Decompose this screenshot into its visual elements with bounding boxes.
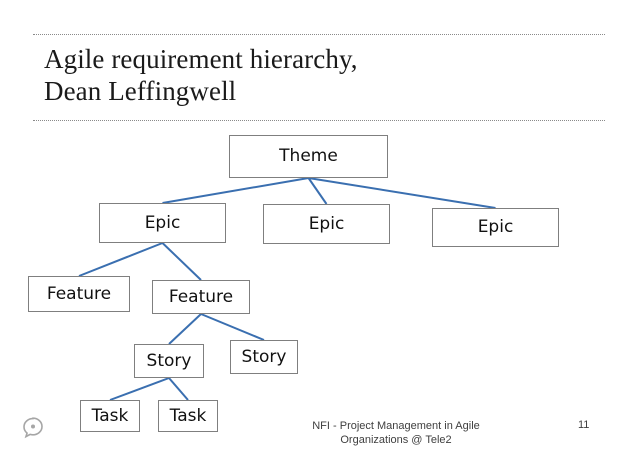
connector-feature2-to-story2 (200, 313, 265, 341)
connector-epic1-to-feature1 (78, 242, 163, 277)
connector-epic1-to-feature2 (161, 242, 202, 281)
node-label: Story (241, 346, 287, 367)
node-label: Feature (168, 286, 234, 307)
connector-feature2-to-story1 (168, 313, 202, 345)
page-number: 11 (578, 419, 590, 431)
title-divider-top (33, 34, 605, 35)
node-label: Task (169, 405, 207, 426)
node-feature2[interactable]: Feature (152, 280, 250, 314)
node-feature1[interactable]: Feature (28, 276, 130, 312)
node-label: Epic (308, 213, 345, 234)
node-label: Theme (279, 146, 338, 166)
node-task1[interactable]: Task (80, 400, 140, 432)
node-label: Story (146, 350, 192, 371)
title-divider-bottom (33, 120, 605, 121)
connector-theme-to-epic2 (307, 177, 328, 205)
node-label: Feature (46, 283, 112, 304)
node-epic1[interactable]: Epic (99, 203, 226, 243)
node-story2[interactable]: Story (230, 340, 298, 374)
node-epic2[interactable]: Epic (263, 204, 390, 244)
node-label: Task (91, 405, 129, 426)
node-theme[interactable]: Theme (229, 135, 388, 178)
node-task2[interactable]: Task (158, 400, 218, 432)
page-title: Agile requirement hierarchy, Dean Leffin… (44, 44, 358, 106)
connector-story1-to-task2 (168, 377, 189, 401)
connector-theme-to-epic1 (162, 177, 309, 204)
speech-bubble-icon (23, 417, 43, 439)
node-story1[interactable]: Story (134, 344, 204, 378)
footer-text: NFI - Project Management in Agile Organi… (312, 420, 480, 446)
node-label: Epic (477, 217, 514, 237)
node-label: Epic (144, 212, 181, 233)
node-epic3[interactable]: Epic (432, 208, 559, 247)
connector-story1-to-task1 (109, 377, 170, 401)
